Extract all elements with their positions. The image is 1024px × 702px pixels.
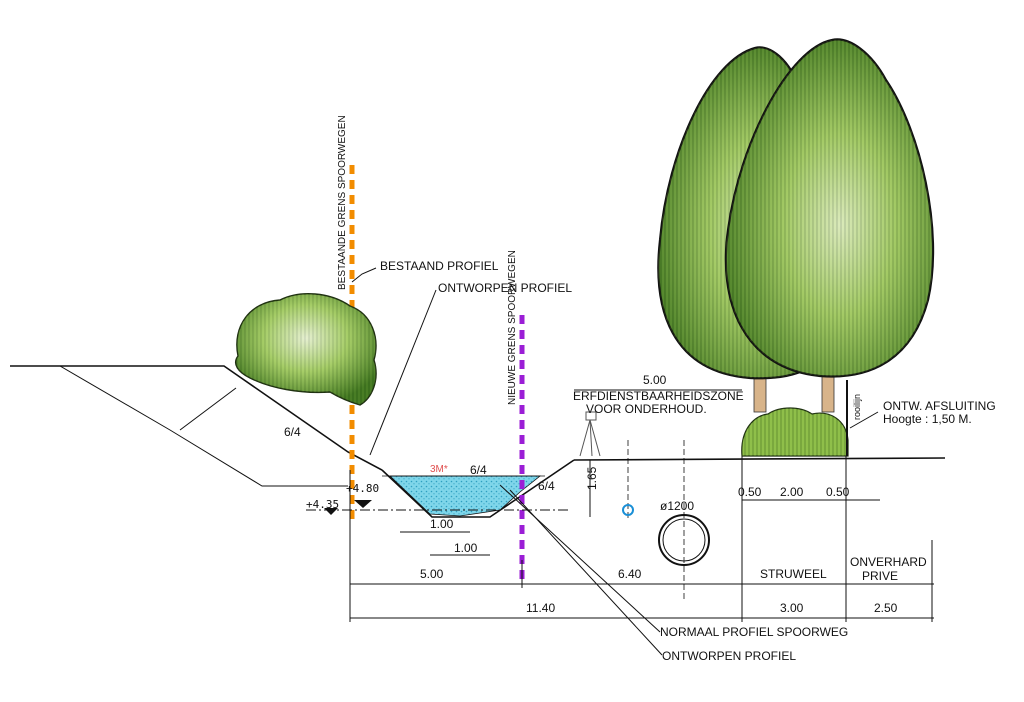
existing-boundary-label: BESTAANDE GRENS SPOORWEGEN xyxy=(337,115,348,290)
dim-bottom-2: 1.00 xyxy=(454,541,478,555)
level-lower: +4.35 xyxy=(306,498,339,511)
onverhard-label-2: PRIVE xyxy=(862,569,898,583)
dim-hedge-b: 2.00 xyxy=(780,485,804,499)
dim-onverhard-width: 2.50 xyxy=(874,601,898,615)
normal-profile-label: NORMAAL PROFIEL SPOORWEG xyxy=(660,625,848,639)
surveyor-icon xyxy=(579,411,601,457)
struweel-label: STRUWEEL xyxy=(760,567,827,581)
designed-profile-label-top: ONTWORPEN PROFIEL xyxy=(438,281,572,295)
leader-existing-profile xyxy=(351,267,377,283)
existing-profile-label: BESTAAND PROFIEL xyxy=(380,259,499,273)
ground-right xyxy=(573,457,946,461)
fence-title-label: ONTW. AFSLUITING xyxy=(883,399,996,413)
old-profile-line xyxy=(10,365,348,487)
existing-ground-line xyxy=(10,365,383,471)
pipe-label: ø1200 xyxy=(660,499,694,513)
left-shrub xyxy=(234,293,377,406)
dim-easement: 5.00 xyxy=(643,373,667,387)
slope-ditch-left: 6/4 xyxy=(470,463,487,477)
tree-right xyxy=(724,38,935,413)
dim-hedge-a: 0.50 xyxy=(738,485,762,499)
onverhard-label-1: ONVERHARD xyxy=(850,555,927,569)
dim-mid-width: 6.40 xyxy=(618,567,642,581)
slope-line-left xyxy=(179,387,237,431)
easement-label-2: VOOR ONDERHOUD. xyxy=(586,402,707,416)
slope-ditch-right: 6/4 xyxy=(538,479,555,493)
level-upper: +4.80 xyxy=(346,482,379,495)
leader-designed-bottom xyxy=(509,489,663,656)
ditch-profile xyxy=(381,459,575,518)
easement-label-1: ERFDIENSTBAARHEIDSZONE xyxy=(573,389,744,403)
dim-depth: 1.65 xyxy=(585,466,599,490)
dim-bottom-1: 1.00 xyxy=(430,517,454,531)
leader-fence xyxy=(849,411,879,429)
dim-total: 11.40 xyxy=(526,601,555,615)
leader-designed-top xyxy=(369,289,437,456)
fence-height-label: Hoogte : 1,50 M. xyxy=(883,412,972,426)
rooilijn-label: rooilijn xyxy=(852,394,862,420)
new-boundary-label: NIEUWE GRENS SPOORWEGEN xyxy=(507,250,518,405)
hedge xyxy=(741,407,849,457)
water-width-label: 3M* xyxy=(430,464,448,475)
dim-struweel-width: 3.00 xyxy=(780,601,804,615)
dim-left-width: 5.00 xyxy=(420,567,444,581)
dim-hedge-c: 0.50 xyxy=(826,485,850,499)
designed-profile-label-bottom: ONTWORPEN PROFIEL xyxy=(662,649,796,663)
slope-left-bank: 6/4 xyxy=(284,425,301,439)
pipe-symbol xyxy=(622,440,710,600)
level-marker-upper xyxy=(354,500,372,508)
